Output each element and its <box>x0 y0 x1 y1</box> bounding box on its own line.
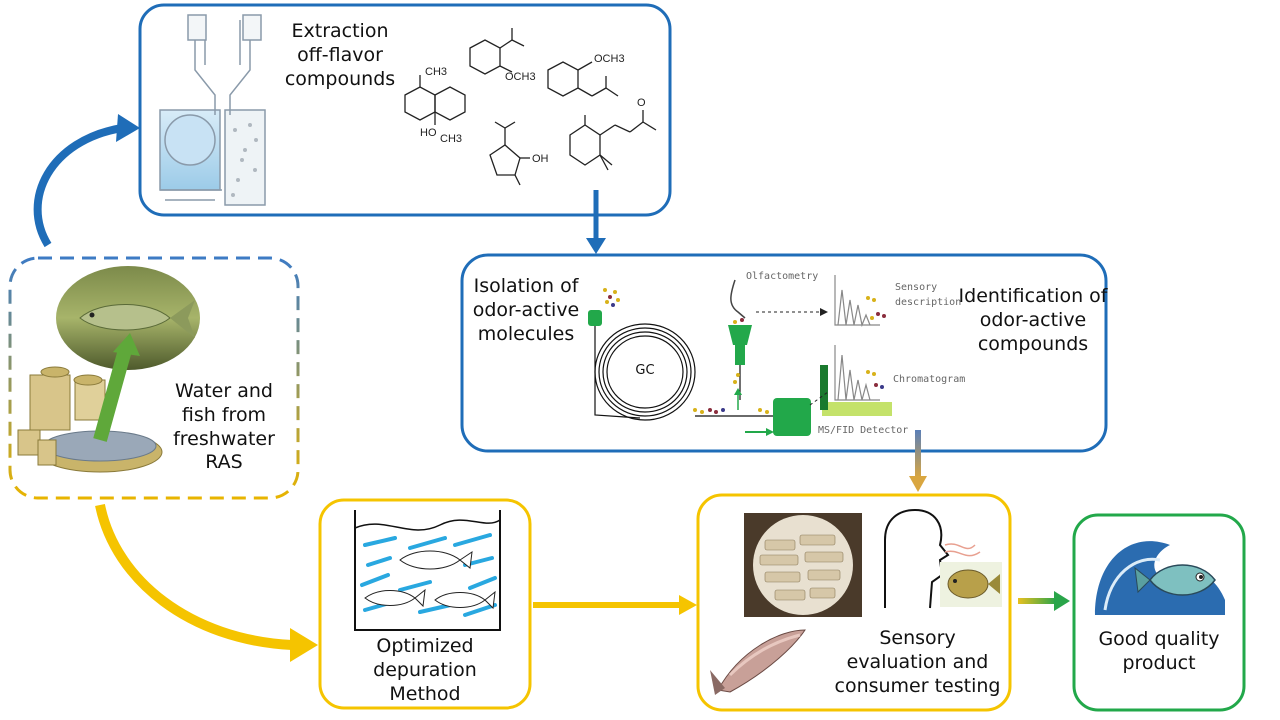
arrow-head-sensory-to-product <box>1054 591 1070 611</box>
extraction-title: Extraction off-flavor compounds <box>284 20 396 90</box>
molecule-label-ch3-bottom: CH3 <box>440 133 462 145</box>
identification-right-label: Identification of odor-active compounds <box>958 285 1108 355</box>
arrow-head-ras-to-fish <box>113 333 140 356</box>
chromatogram-top-icon <box>834 275 880 328</box>
product-label: Good quality product <box>1098 628 1220 674</box>
salmon-icon <box>710 629 806 695</box>
wave-fish-icon <box>1095 541 1225 615</box>
ras-label: Water and fish from freshwater RAS <box>173 380 275 474</box>
ras-facility-icon <box>17 366 163 473</box>
gc-label: GC <box>635 363 655 378</box>
arrow-ras-to-depuration <box>95 504 293 650</box>
molecule-label-ch3-top: CH3 <box>425 66 447 78</box>
depuration-label: Optimized depuration Method <box>373 635 477 705</box>
arrow-head-ras-to-depuration <box>290 628 318 662</box>
sensory-description-label: Sensory description <box>895 282 962 308</box>
detector-label: MS/FID Detector <box>818 425 909 436</box>
depuration-tank-icon <box>354 510 501 631</box>
arrow-head-depuration-to-sensory <box>679 595 697 615</box>
arrow-ras-to-extraction <box>33 124 123 248</box>
sample-dots-injector <box>603 288 620 307</box>
molecule-structures <box>404 28 657 186</box>
molecule-label-och3-b: OCH3 <box>594 53 625 65</box>
chromatogram-label: Chromatogram <box>893 374 966 385</box>
chromatogram-bottom-icon <box>834 345 880 401</box>
distillation-apparatus-icon <box>159 14 266 206</box>
detector-icon <box>773 398 811 436</box>
sample-pieces <box>759 534 844 601</box>
fish-icon <box>79 300 195 338</box>
molecule-label-ho: HO <box>420 127 437 139</box>
sunfish-icon <box>947 569 1000 599</box>
molecule-label-oh: OH <box>532 153 549 165</box>
arrow-ras-to-fish <box>93 348 132 442</box>
arrow-head-isolation-to-sensory <box>909 476 927 492</box>
arrow-head-ras-to-extraction <box>116 114 140 142</box>
olfactometry-port-icon <box>728 279 752 410</box>
arrow-sensory-to-product <box>1018 598 1056 604</box>
eluted-dots <box>693 408 769 414</box>
molecule-label-o: O <box>637 97 646 109</box>
sensory-label: Sensory evaluation and consumer testing <box>834 627 1001 697</box>
olfactometry-label: Olfactometry <box>746 271 819 282</box>
arrow-isolation-to-sensory <box>915 430 921 478</box>
arrow-head-extraction-to-isolation <box>586 238 606 254</box>
detector-base <box>822 402 892 416</box>
isolation-left-label: Isolation of odor-active molecules <box>472 275 580 345</box>
depuration-box <box>318 498 532 710</box>
arrow-depuration-to-sensory <box>533 602 681 608</box>
molecule-label-och3-a: OCH3 <box>505 71 536 83</box>
chromatogram-dots <box>866 296 886 389</box>
taster-head-icon <box>884 508 981 609</box>
detector-column <box>820 365 828 410</box>
injector-icon <box>588 310 602 326</box>
